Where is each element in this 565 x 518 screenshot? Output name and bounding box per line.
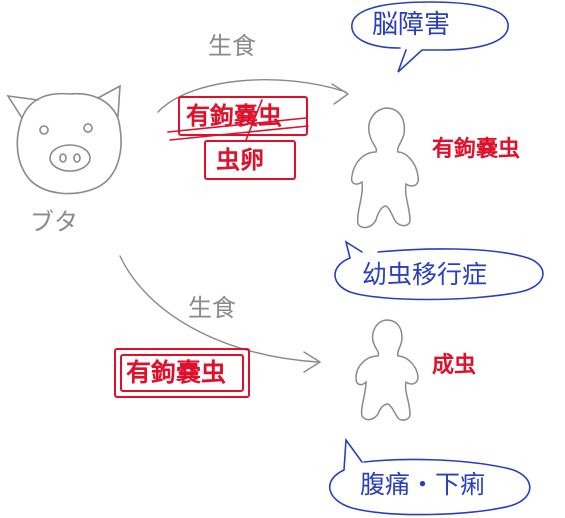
upper-route-label: 生食 bbox=[208, 32, 256, 60]
pig-head-outline bbox=[16, 92, 122, 195]
strike-lines bbox=[167, 99, 309, 141]
lower-cyst-box-outer bbox=[114, 348, 250, 398]
pig-left-eye bbox=[39, 125, 49, 135]
brain-damage-text: 脳障害 bbox=[372, 10, 451, 40]
lower-route-arrow bbox=[119, 255, 322, 373]
pig-right-ear bbox=[97, 84, 121, 117]
upper-human-stage-label: 有鉤嚢虫 bbox=[432, 136, 521, 162]
pig-label: ブタ bbox=[30, 208, 78, 236]
abdominal-pain-text: 腹痛・下痢 bbox=[360, 470, 486, 499]
upper-route-arrow bbox=[157, 79, 350, 113]
speech-bubble-brain bbox=[351, 1, 509, 73]
lower-cyst-box-inner bbox=[120, 354, 244, 392]
pig-nostril-left bbox=[59, 153, 67, 163]
pig-face bbox=[6, 84, 122, 195]
larva-migrans-text: 幼虫移行症 bbox=[362, 260, 488, 289]
pig-left-ear bbox=[6, 94, 39, 119]
pig-nostril-right bbox=[73, 153, 81, 163]
upper-cyst-box bbox=[178, 96, 308, 136]
speech-bubble-larva bbox=[334, 240, 544, 301]
lower-human-figure bbox=[355, 319, 419, 421]
lower-cyst-box-text: 有鉤嚢虫 bbox=[126, 358, 227, 387]
pig-snout bbox=[49, 144, 91, 172]
speech-bubble-abdominal bbox=[328, 437, 531, 516]
upper-cyst-box-text: 有鉤嚢虫 bbox=[186, 101, 282, 130]
egg-box bbox=[204, 140, 296, 180]
pig-right-eye bbox=[83, 123, 93, 133]
upper-human-figure bbox=[350, 107, 420, 229]
lower-human-stage-label: 成虫 bbox=[432, 352, 477, 378]
egg-box-text: 虫卵 bbox=[216, 145, 264, 174]
lower-route-label: 生食 bbox=[188, 294, 236, 322]
